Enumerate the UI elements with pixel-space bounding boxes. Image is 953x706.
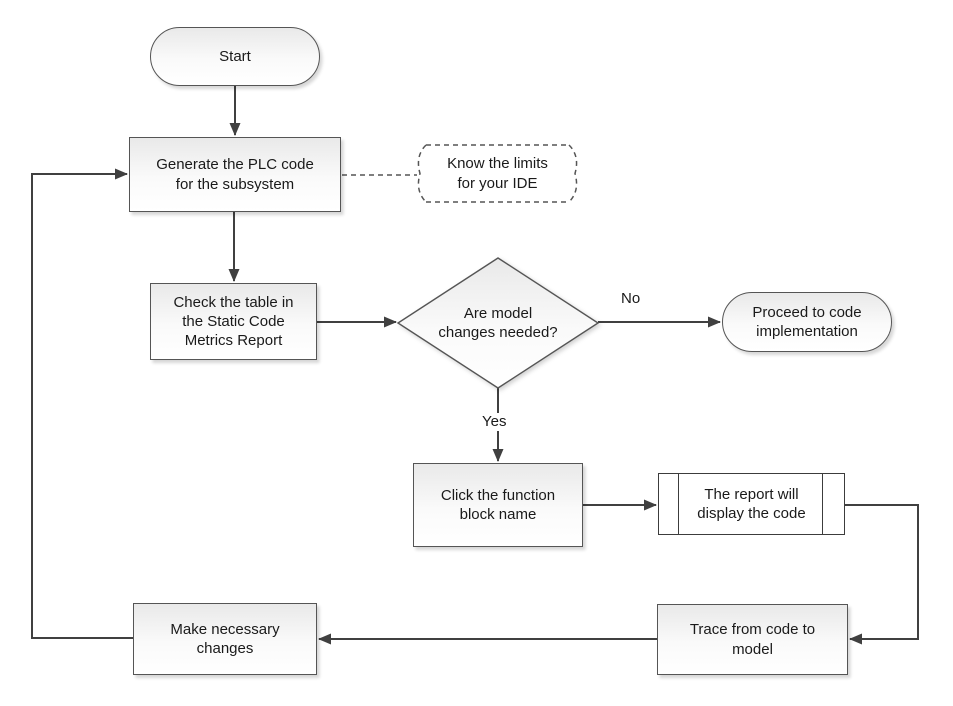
decision-diamond-shape <box>396 257 600 389</box>
connector-make-generate <box>31 168 133 639</box>
node-proceed-implementation: Proceed to code implementation <box>722 292 892 352</box>
node-proceed-implementation-label: Proceed to code implementation <box>752 303 862 340</box>
predefined-process-bar-left <box>678 474 679 534</box>
node-report-displays-code: The report will display the code <box>658 473 845 535</box>
edge-label-yes: Yes <box>479 413 510 431</box>
node-make-necessary-changes-label: Make necessary changes <box>170 620 280 657</box>
node-trace-code-to-model-label: Trace from code to model <box>689 621 816 658</box>
node-report-displays-code-label: The report will display the code <box>697 485 806 522</box>
node-check-metrics-table: Check the table in the Static Code Metri… <box>150 283 317 360</box>
node-make-necessary-changes: Make necessary changes <box>133 603 317 675</box>
node-generate-plc-code: Generate the PLC code for the subsystem <box>129 137 341 212</box>
edge-label-no: No <box>621 290 641 307</box>
node-generate-plc-code-label: Generate the PLC code for the subsystem <box>156 156 314 193</box>
node-click-function-block-label: Click the function block name <box>440 486 556 523</box>
connector-report-trace <box>845 504 919 645</box>
node-check-metrics-table-label: Check the table in the Static Code Metri… <box>173 293 294 350</box>
node-click-function-block: Click the function block name <box>413 463 583 547</box>
node-know-limits-annotation: Know the limits for your IDE <box>418 145 577 202</box>
node-start: Start <box>150 27 320 86</box>
node-start-label: Start <box>219 47 251 65</box>
node-trace-code-to-model: Trace from code to model <box>657 604 848 675</box>
node-know-limits-label: Know the limits for your IDE <box>447 155 548 192</box>
node-model-changes-decision-label: Are model changes needed? <box>438 304 558 341</box>
predefined-process-bar-right <box>822 474 823 534</box>
node-model-changes-decision: Are model changes needed? <box>408 268 588 378</box>
